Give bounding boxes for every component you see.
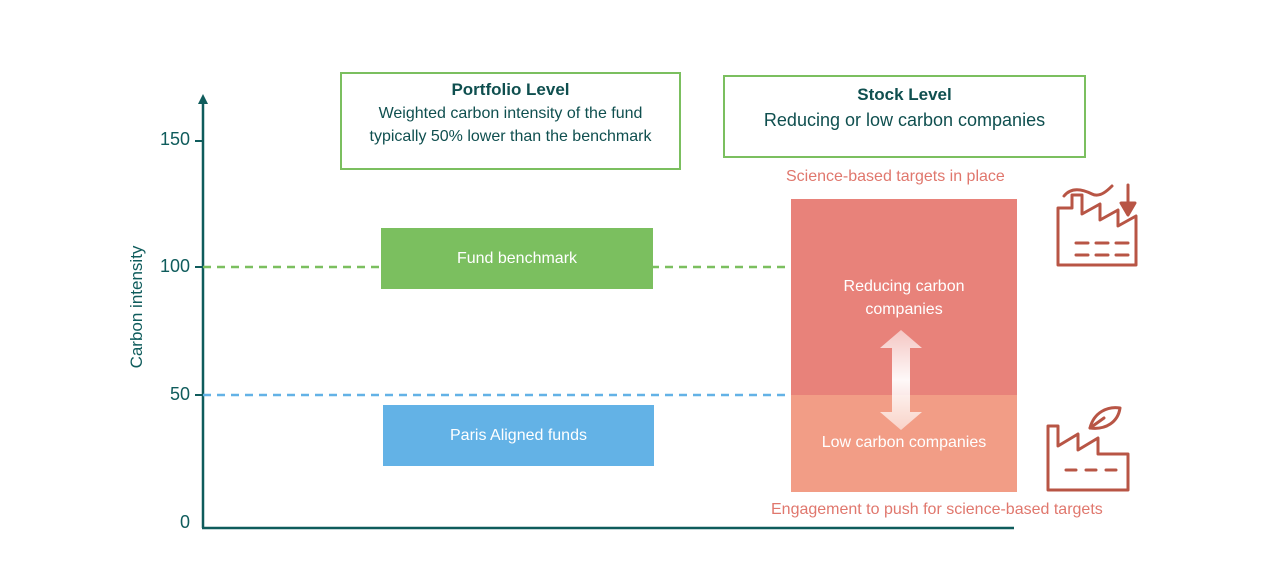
paris-aligned-bar: Paris Aligned funds [383, 405, 654, 466]
portfolio-level-desc-line2: typically 50% lower than the benchmark [369, 128, 652, 145]
low-carbon-block: Low carbon companies [791, 395, 1017, 492]
factory-leaf-icon [1046, 406, 1130, 492]
reducing-carbon-label-line2: companies [865, 301, 943, 318]
portfolio-level-desc-line1: Weighted carbon intensity of the fund [378, 105, 643, 122]
reducing-carbon-block: Reducing carbon companies [791, 199, 1017, 395]
factory-arrow-down-icon [1056, 183, 1138, 267]
y-tick-label-150: 150 [159, 129, 190, 149]
stock-level-title: Stock Level [857, 85, 952, 104]
fund-benchmark-bar: Fund benchmark [381, 228, 653, 289]
y-axis-arrowhead [198, 94, 208, 104]
portfolio-level-title: Portfolio Level [451, 80, 570, 99]
stock-level-desc: Reducing or low carbon companies [763, 110, 1046, 130]
engagement-note: Engagement to push for science-based tar… [771, 501, 1103, 518]
science-based-targets-note: Science-based targets in place [786, 168, 1005, 185]
y-tick-label-50: 50 [169, 384, 190, 404]
y-tick-label-100: 100 [159, 256, 190, 276]
y-axis-label: Carbon intensity [127, 245, 146, 369]
stock-level-box: Stock Level Reducing or low carbon compa… [723, 75, 1086, 158]
y-tick-label-0: 0 [179, 512, 190, 532]
fund-benchmark-label: Fund benchmark [456, 249, 578, 267]
reducing-carbon-label-line1: Reducing carbon [843, 278, 965, 295]
low-carbon-label: Low carbon companies [821, 433, 987, 451]
portfolio-level-box: Portfolio Level Weighted carbon intensit… [340, 72, 681, 170]
paris-aligned-label: Paris Aligned funds [450, 426, 587, 444]
